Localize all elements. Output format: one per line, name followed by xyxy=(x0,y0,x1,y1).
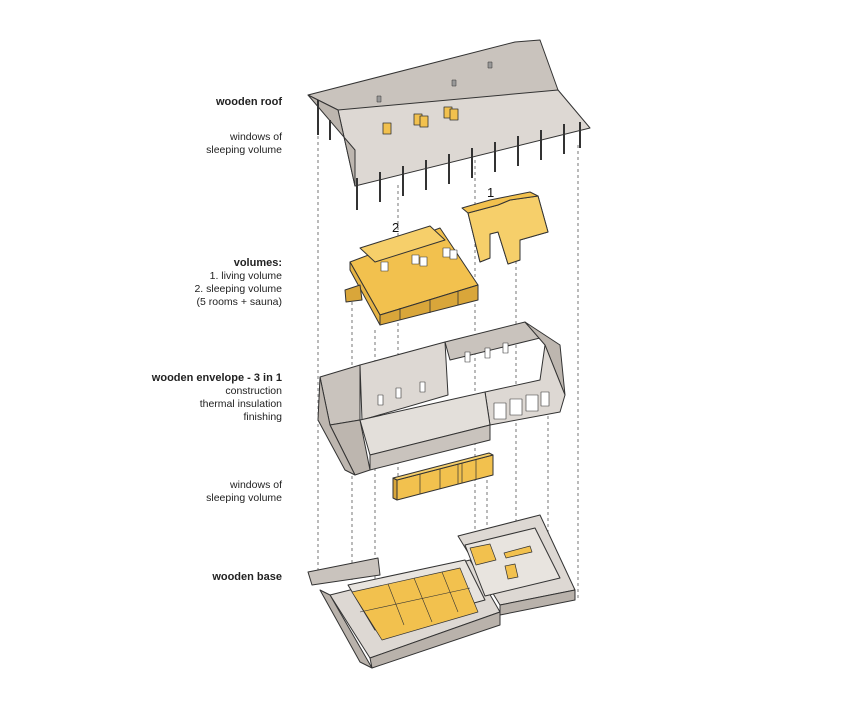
wooden-envelope xyxy=(317,321,566,476)
volume-number-sleeping: 2 xyxy=(392,220,400,235)
sleeping-volume-window-strip xyxy=(392,452,494,501)
label-envelope-windows-line-1: windows of xyxy=(230,479,282,491)
roof-windows xyxy=(382,106,459,135)
label-wooden-roof-title: wooden roof xyxy=(216,96,282,108)
label-wooden-roof: wooden roof xyxy=(216,96,282,109)
label-volumes-line-3: (5 rooms + sauna) xyxy=(196,296,283,308)
roof-columns xyxy=(317,100,581,210)
label-wooden-envelope: wooden envelope - 3 in 1 construction th… xyxy=(152,372,282,424)
label-envelope-windows-line-2: sleeping volume xyxy=(206,492,282,504)
label-wooden-base: wooden base xyxy=(212,571,282,584)
label-envelope-line-1: construction xyxy=(225,385,282,397)
label-envelope-title: wooden envelope - 3 in 1 xyxy=(151,372,282,384)
label-roof-windows-line-2: sleeping volume xyxy=(206,144,282,156)
label-wooden-base-title: wooden base xyxy=(212,571,282,583)
label-envelope-line-3: finishing xyxy=(243,411,282,423)
label-volumes-line-1: 1. living volume xyxy=(209,270,282,282)
sleeping-volume xyxy=(344,225,479,326)
base-floor-areas xyxy=(351,543,533,641)
label-volumes-line-2: 2. sleeping volume xyxy=(194,283,282,295)
wooden-base xyxy=(307,514,576,669)
envelope-windows xyxy=(377,342,550,420)
label-envelope-windows: windows of sleeping volume xyxy=(206,479,282,505)
roof-vents xyxy=(376,61,493,103)
volume-number-living: 1 xyxy=(487,185,495,200)
label-roof-windows: windows of sleeping volume xyxy=(206,131,282,157)
living-volume xyxy=(461,191,549,265)
label-volumes: volumes: 1. living volume 2. sleeping vo… xyxy=(194,257,282,309)
wooden-roof xyxy=(307,39,591,210)
label-envelope-line-2: thermal insulation xyxy=(199,398,282,410)
label-roof-windows-line-1: windows of xyxy=(230,131,282,143)
label-volumes-title: volumes: xyxy=(233,257,282,269)
